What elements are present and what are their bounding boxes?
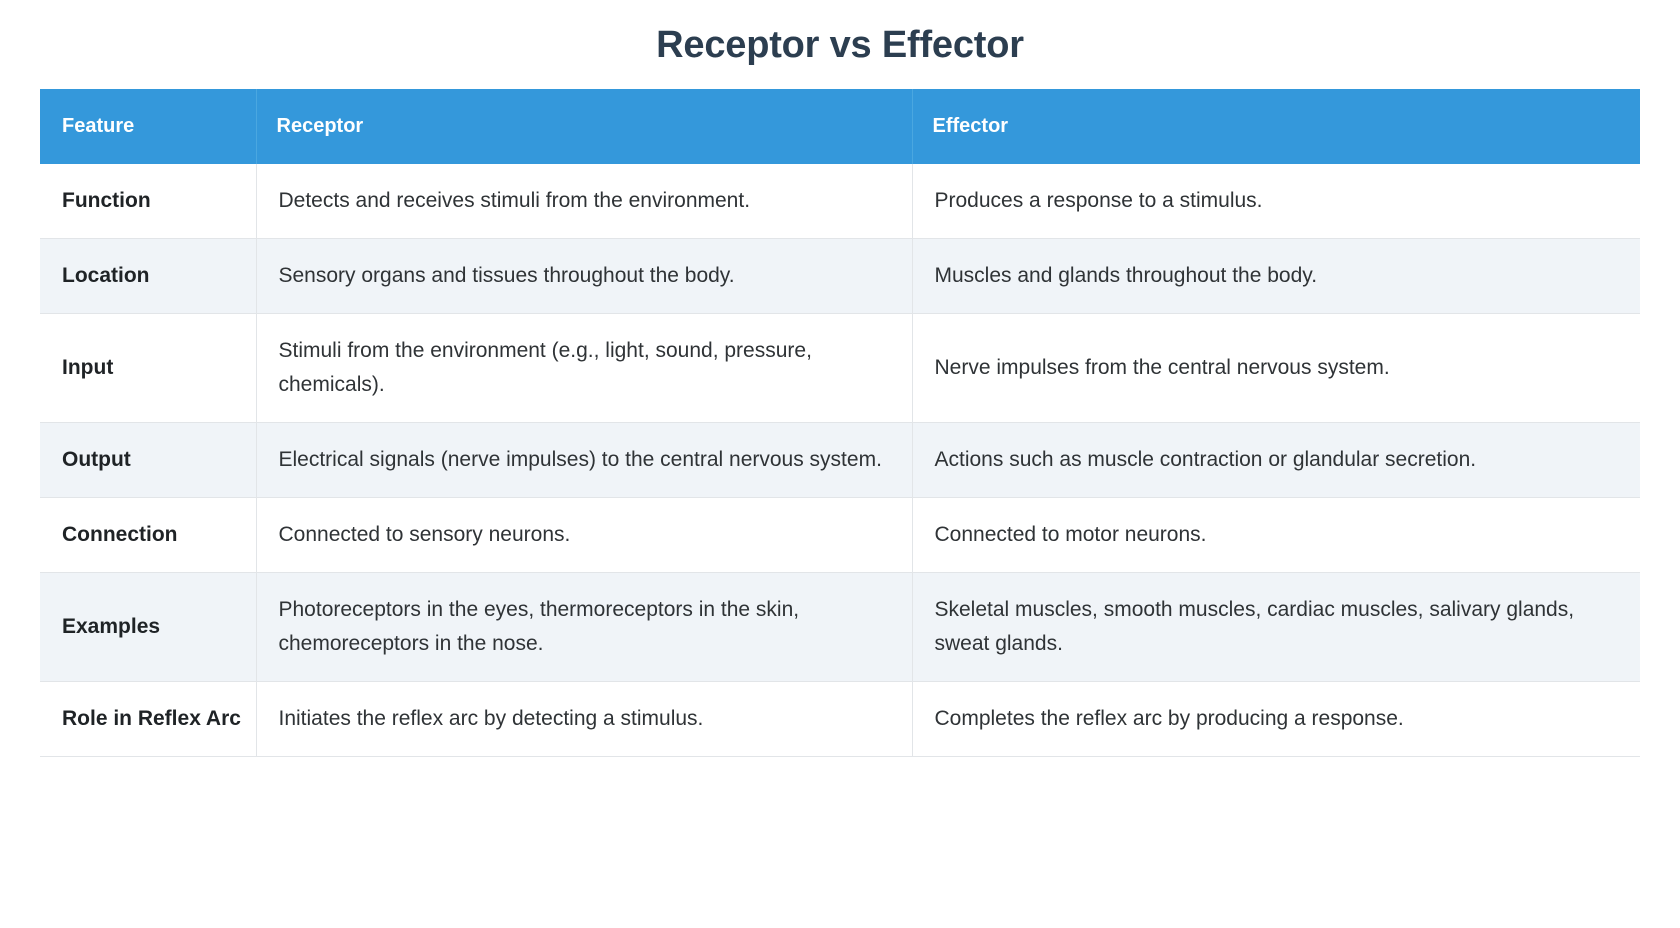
table-row: Examples Photoreceptors in the eyes, the… — [40, 572, 1640, 683]
column-header-receptor[interactable]: Receptor — [256, 89, 913, 164]
cell-feature: Function — [40, 164, 257, 240]
cell-receptor: Electrical signals (nerve impulses) to t… — [256, 422, 913, 499]
cell-receptor: Initiates the reflex arc by detecting a … — [256, 681, 913, 758]
table-header: Feature Receptor Effector — [40, 89, 1640, 164]
cell-effector: Muscles and glands throughout the body. — [912, 238, 1640, 315]
table-row: Location Sensory organs and tissues thro… — [40, 238, 1640, 315]
page-title: Receptor vs Effector — [656, 24, 1024, 66]
cell-effector: Nerve impulses from the central nervous … — [912, 313, 1640, 424]
table-row: Connection Connected to sensory neurons.… — [40, 497, 1640, 574]
table-row: Output Electrical signals (nerve impulse… — [40, 422, 1640, 499]
table-container: Feature Receptor Effector Function Detec… — [40, 89, 1640, 758]
cell-effector: Connected to motor neurons. — [912, 497, 1640, 574]
cell-receptor: Connected to sensory neurons. — [256, 497, 913, 574]
cell-receptor: Detects and receives stimuli from the en… — [256, 164, 913, 240]
cell-receptor: Stimuli from the environment (e.g., ligh… — [256, 313, 913, 424]
cell-feature: Examples — [40, 572, 257, 683]
receptor-effector-comparison-table: Feature Receptor Effector Function Detec… — [40, 89, 1640, 758]
cell-receptor: Photoreceptors in the eyes, thermorecept… — [256, 572, 913, 683]
cell-feature: Role in Reflex Arc — [40, 681, 257, 758]
cell-effector: Produces a response to a stimulus. — [912, 164, 1640, 240]
table-row: Input Stimuli from the environment (e.g.… — [40, 313, 1640, 424]
cell-effector: Completes the reflex arc by producing a … — [912, 681, 1640, 758]
table-body: Function Detects and receives stimuli fr… — [40, 164, 1640, 758]
table-row: Function Detects and receives stimuli fr… — [40, 164, 1640, 240]
cell-feature: Connection — [40, 497, 257, 574]
cell-feature: Location — [40, 238, 257, 315]
cell-receptor: Sensory organs and tissues throughout th… — [256, 238, 913, 315]
cell-effector: Skeletal muscles, smooth muscles, cardia… — [912, 572, 1640, 683]
cell-effector: Actions such as muscle contraction or gl… — [912, 422, 1640, 499]
column-header-feature[interactable]: Feature — [40, 89, 257, 164]
header-row: Feature Receptor Effector — [40, 89, 1640, 164]
cell-feature: Input — [40, 313, 257, 424]
column-header-effector[interactable]: Effector — [912, 89, 1640, 164]
table-row: Role in Reflex Arc Initiates the reflex … — [40, 681, 1640, 758]
cell-feature: Output — [40, 422, 257, 499]
